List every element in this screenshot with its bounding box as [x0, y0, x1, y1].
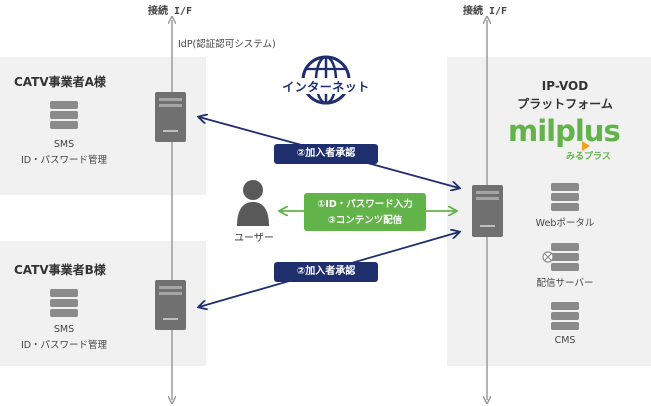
distribution-server-icon [542, 243, 579, 271]
user-flow-box [304, 193, 426, 231]
interface-label-left: 接続 I/F [148, 6, 193, 17]
user-label: ユーザー [234, 233, 274, 244]
operator-b-sms: SMS [53, 324, 75, 335]
server-icon-b [155, 280, 186, 330]
milplus-logo-mark [582, 141, 590, 151]
sms-db-icon-a [50, 101, 78, 129]
interface-label-right: 接続 I/F [463, 6, 508, 17]
approval-label-b: ②加入者承認 [274, 262, 378, 282]
cms-label: CMS [554, 335, 576, 346]
user-icon [237, 180, 269, 226]
distribution-server-label: 配信サーバー [536, 278, 594, 289]
platform-title-line2: プラットフォーム [517, 97, 613, 111]
internet-label-bg [277, 78, 375, 94]
idp-label: IdP(認証認可システム) [178, 39, 276, 50]
sms-db-icon-b [50, 289, 78, 317]
operator-a-sms: SMS [53, 139, 75, 150]
operator-a-title: CATV事業者A様 [14, 75, 106, 89]
cms-db-icon [551, 302, 579, 330]
web-portal-label: Webポータル [535, 218, 595, 229]
operator-b-title: CATV事業者B様 [14, 263, 106, 277]
milplus-logo-sub: みるプラス [566, 152, 611, 162]
internet-label: インターネット [282, 80, 370, 94]
milplus-logo-text: milplus [508, 114, 621, 148]
operator-a-id-mgmt: ID・パスワード管理 [20, 155, 108, 166]
operator-b-id-mgmt: ID・パスワード管理 [20, 340, 108, 351]
server-icon-a [155, 92, 186, 142]
user-flow-line2: ③コンテンツ配信 [327, 215, 403, 226]
web-portal-db-icon [551, 183, 579, 211]
server-icon-platform [472, 185, 503, 237]
user-flow-line1: ①ID・パスワード入力 [317, 199, 413, 210]
platform-title-line1: IP-VOD [541, 79, 589, 93]
approval-label-a: ②加入者承認 [274, 144, 378, 164]
